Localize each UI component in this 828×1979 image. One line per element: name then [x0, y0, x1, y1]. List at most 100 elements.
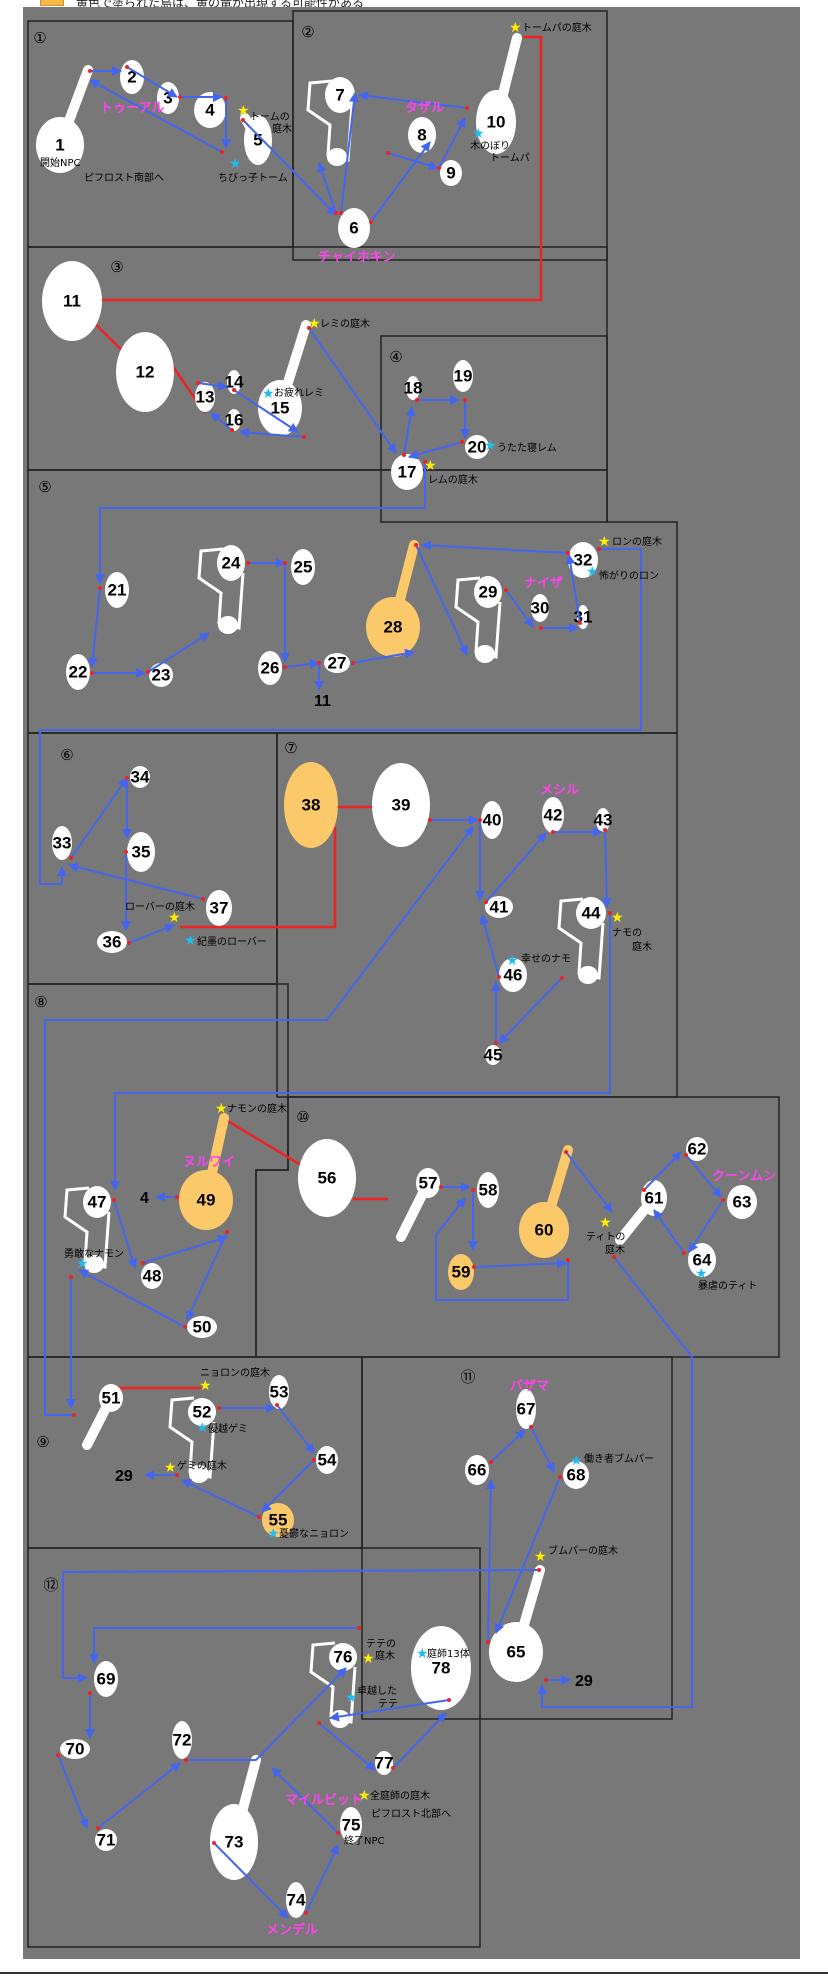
island-69: 69	[94, 1661, 118, 1697]
island-35: 35	[127, 832, 155, 872]
exit-point	[246, 561, 250, 565]
island-number: 71	[97, 1831, 116, 1850]
island-10: 10	[476, 33, 522, 154]
island-number: 6	[349, 219, 358, 238]
destination-ref: 11	[314, 693, 331, 710]
route-arrow	[126, 66, 178, 98]
exit-point	[386, 151, 390, 155]
island-shape	[95, 1829, 117, 1851]
island-2: 2	[120, 60, 144, 94]
exit-point	[472, 1265, 476, 1269]
island-number: 46	[504, 966, 523, 985]
island-43: 43	[594, 808, 612, 832]
exit-point	[96, 1826, 100, 1830]
exit-point	[98, 586, 102, 590]
island-shape	[519, 1202, 569, 1258]
island-shape	[227, 409, 241, 431]
island-73: 73	[210, 1755, 261, 1880]
island-number: 23	[152, 666, 171, 685]
island-number: 1	[55, 136, 64, 155]
island-46: 46	[499, 958, 527, 992]
map-label: ブムパーの庭木	[548, 1544, 618, 1557]
map-label: 開始NPC	[40, 156, 81, 169]
route-arrow	[44, 826, 474, 1416]
route-arrow	[305, 1844, 339, 1914]
section-number: ⑥	[60, 746, 73, 764]
island-17: 17	[391, 454, 423, 490]
exit-point	[230, 428, 234, 432]
island-outline	[168, 1396, 216, 1479]
map-label: テテの	[366, 1639, 396, 1650]
tree-star-icon: ★	[358, 1788, 371, 1804]
exit-point	[175, 1195, 179, 1199]
island-39: 39	[372, 763, 430, 847]
island-number: 29	[479, 583, 498, 602]
route-arrow	[284, 659, 320, 670]
exit-point	[560, 976, 564, 980]
map-label: 木のぼり	[470, 140, 510, 152]
map-label: 卓越した	[357, 1684, 397, 1697]
island-shape	[448, 1254, 474, 1290]
island-number: 4	[205, 101, 215, 120]
map-label: 暴虐のティト	[698, 1279, 757, 1292]
exit-point	[566, 551, 570, 555]
route-arrow	[505, 589, 534, 628]
island-58: 58	[477, 1172, 499, 1208]
section-number: ④	[389, 348, 402, 366]
exit-point	[402, 453, 406, 457]
map-label: 紀墨のローバー	[197, 935, 267, 948]
island-shape	[94, 1661, 118, 1697]
island-number: 66	[468, 1461, 487, 1480]
island-50: 50	[187, 1316, 217, 1338]
section-frame	[27, 1547, 481, 1948]
route-arrow	[685, 1154, 722, 1198]
section-number: ⑫	[43, 1576, 58, 1594]
character-name: クーンムン	[712, 1169, 776, 1184]
route-arrow	[438, 117, 466, 169]
character-name: ナイザ	[524, 576, 563, 591]
island-shape	[172, 1721, 192, 1759]
island-shape	[286, 1882, 306, 1918]
exit-point	[183, 1325, 187, 1329]
island-lobe	[84, 1255, 104, 1273]
exit-point	[497, 975, 501, 979]
island-number: 36	[103, 933, 122, 952]
island-shape	[568, 542, 598, 578]
island-number: 13	[196, 388, 215, 407]
island-number: 15	[271, 399, 290, 418]
island-shape	[52, 826, 72, 860]
exit-point	[504, 588, 508, 592]
island-6: 6	[338, 208, 370, 248]
map-label: 憂鬱なニョロン	[279, 1527, 349, 1540]
character-name: ヌルワイ	[183, 1155, 235, 1170]
tree-star-icon: ★	[598, 534, 611, 550]
route-arrow	[239, 427, 305, 438]
exit-point	[484, 900, 488, 904]
route-arrow	[387, 152, 439, 171]
island-shape	[210, 1804, 258, 1880]
route-arrow	[186, 1667, 347, 1761]
destination-ref: 29	[115, 1468, 133, 1485]
island-22: 22	[66, 654, 90, 690]
tree-star-icon: ★	[237, 103, 250, 119]
island-shape	[195, 382, 215, 412]
map-label: トームパの庭木	[522, 21, 592, 34]
map-label: 庭木	[605, 1243, 625, 1256]
map-label: ゲミの庭木	[177, 1459, 227, 1472]
exit-point	[551, 830, 555, 834]
exit-point	[489, 1460, 493, 1464]
tree-star-icon: ★	[509, 20, 522, 36]
map-label: 全庭師の庭木	[370, 1789, 430, 1802]
island-number: 17	[398, 463, 417, 482]
island-shape	[481, 801, 503, 839]
exit-point	[437, 166, 441, 170]
island-lobe	[475, 645, 495, 663]
island-number: 54	[318, 1451, 337, 1470]
exit-point	[369, 220, 373, 224]
exit-point	[460, 440, 464, 444]
island-number: 22	[69, 663, 88, 682]
section-number: ⑧	[34, 993, 47, 1011]
island-shape	[338, 208, 370, 248]
island-number: 55	[269, 1511, 288, 1530]
exit-point	[232, 388, 236, 392]
